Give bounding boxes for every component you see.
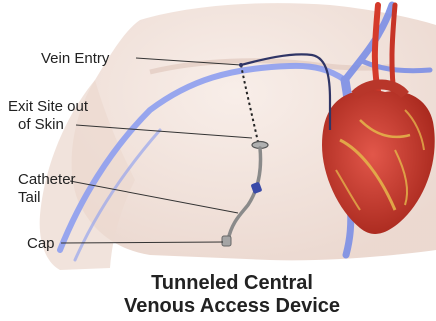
label-catheter-tail-line2: Tail <box>18 189 41 206</box>
label-exit-site-line1: Exit Site out <box>8 98 88 115</box>
catheter-cap <box>222 236 231 246</box>
vein-entry-marker <box>239 63 243 67</box>
label-cap: Cap <box>27 235 55 252</box>
label-vein-entry: Vein Entry <box>41 50 109 67</box>
diagram-title-line1: Tunneled Central <box>14 272 436 294</box>
label-catheter-tail-line1: Catheter <box>18 171 76 188</box>
label-exit-site-line2: of Skin <box>18 116 64 133</box>
diagram-title-line2: Venous Access Device <box>14 295 436 317</box>
